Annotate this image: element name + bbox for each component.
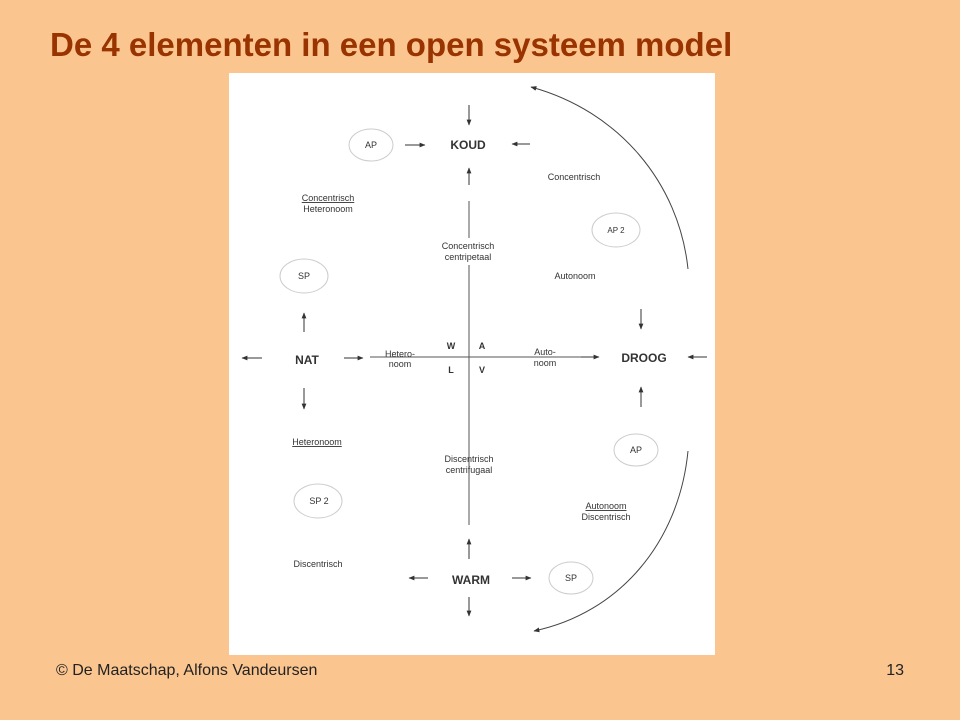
label-center-l: L <box>448 365 454 375</box>
slide-title: De 4 elementen in een open systeem model <box>50 26 733 63</box>
label-autonoom-disc-2: Discentrisch <box>581 512 630 522</box>
label-centrifugaal-2: centrifugaal <box>446 465 493 475</box>
ellipse-sp-left <box>279 258 329 294</box>
label-hetero-2: noom <box>389 359 412 369</box>
label-sp-left: SP <box>298 271 310 281</box>
label-concentrisch-heteronoom-1: Concentrisch <box>302 193 355 203</box>
label-concentrisch-heteronoom-2: Heteronoom <box>303 204 353 214</box>
label-centripetaal-1: Concentrisch <box>442 241 495 251</box>
label-ap-top: AP <box>365 140 377 150</box>
label-sp2: SP 2 <box>309 496 328 506</box>
ellipse-sp-bottom <box>548 561 594 595</box>
label-auto-2: noom <box>534 358 557 368</box>
label-ap-right: AP <box>630 445 642 455</box>
label-centrifugaal-1: Discentrisch <box>444 454 493 464</box>
label-droog: DROOG <box>621 351 666 365</box>
label-nat: NAT <box>295 353 319 367</box>
curved-arrow-top <box>530 86 689 270</box>
label-concentrisch-right: Concentrisch <box>548 172 601 182</box>
diagram-canvas: KOUD NAT DROOG WARM W A L V AP AP 2 SP A… <box>241 86 707 633</box>
label-centripetaal-2: centripetaal <box>445 252 492 262</box>
label-autonoom-right: Autonoom <box>554 271 595 281</box>
label-autonoom-disc-1: Autonoom <box>585 501 626 511</box>
label-center-v: V <box>479 365 485 375</box>
label-center-a: A <box>479 341 486 351</box>
ellipse-sp2 <box>293 483 343 519</box>
label-koud: KOUD <box>450 138 486 152</box>
ellipse-ap-right <box>613 433 659 467</box>
label-sp-bottom: SP <box>565 573 577 583</box>
label-warm: WARM <box>452 573 490 587</box>
ellipse-ap2 <box>591 212 641 248</box>
curved-arrow-bottom <box>533 450 689 633</box>
footer-copyright: © De Maatschap, Alfons Vandeursen <box>56 662 318 679</box>
label-heteronoom-left: Heteronoom <box>292 437 342 447</box>
label-ap2: AP 2 <box>607 226 625 235</box>
label-center-w: W <box>447 341 456 351</box>
page-number: 13 <box>886 662 904 679</box>
label-hetero-1: Hetero- <box>385 349 415 359</box>
label-auto-1: Auto- <box>534 347 556 357</box>
label-discentrisch-left: Discentrisch <box>293 559 342 569</box>
open-system-diagram: KOUD NAT DROOG WARM W A L V AP AP 2 SP A… <box>229 73 715 655</box>
ellipse-ap-top <box>348 128 394 162</box>
